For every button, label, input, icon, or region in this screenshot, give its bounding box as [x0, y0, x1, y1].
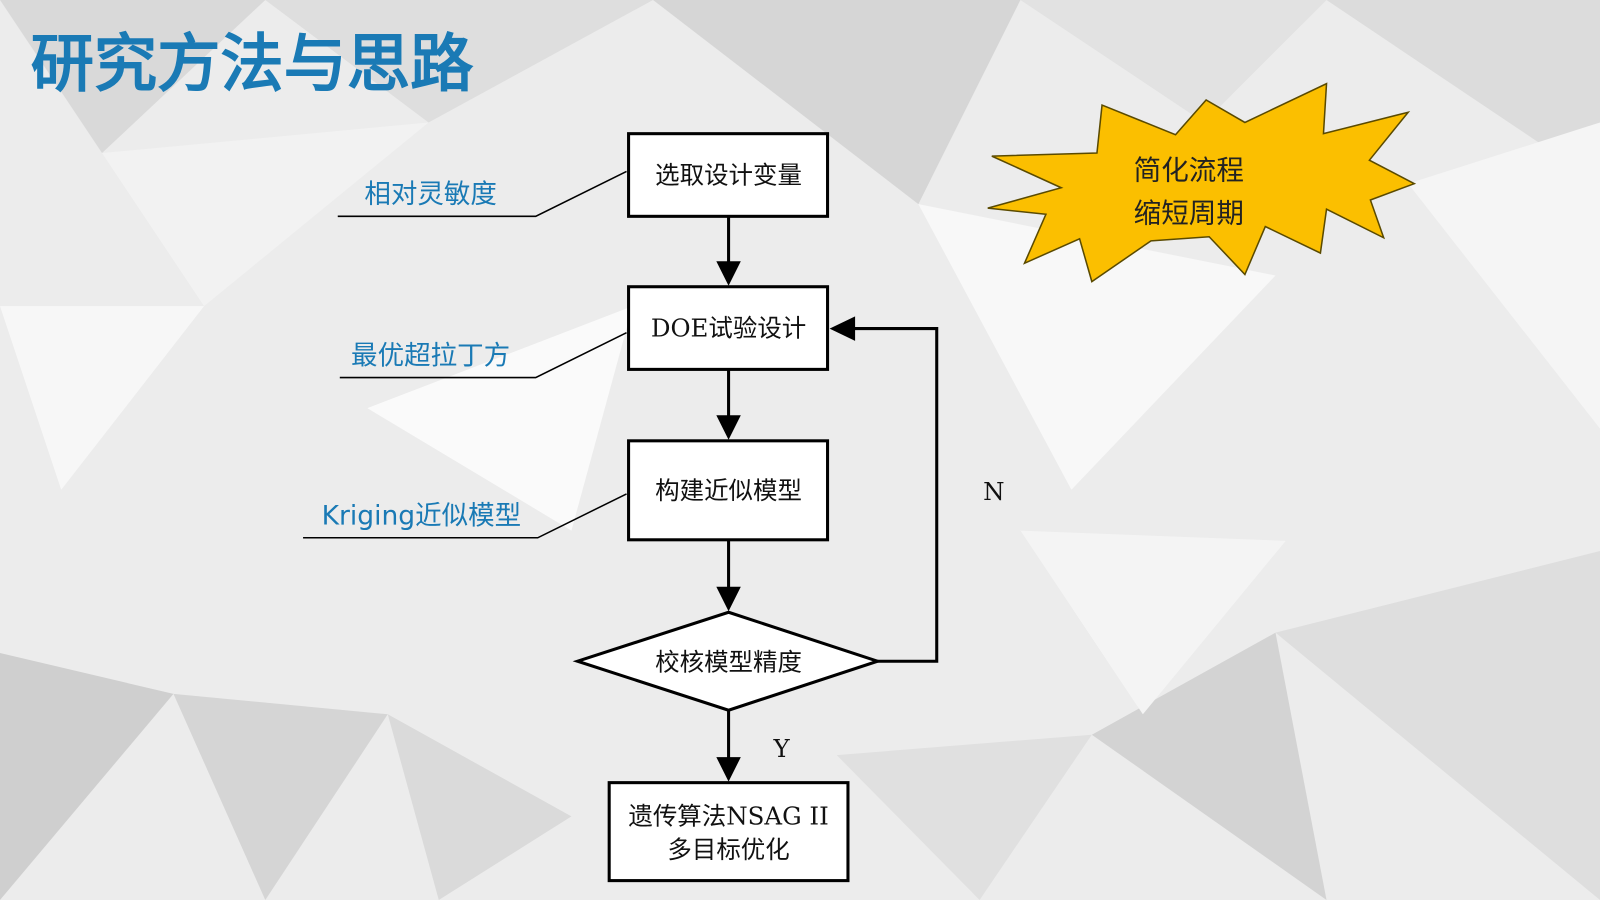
annotation-kriging: Kriging近似模型 [322, 500, 522, 531]
step-select-variables-box [627, 132, 830, 218]
callout-starburst: 简化流程 缩短周期 [987, 82, 1417, 283]
step-build-model-box [627, 439, 830, 542]
step-doe-box [627, 285, 830, 371]
annotation-leaders [303, 170, 627, 539]
step-doe: DOE试验设计 [651, 314, 806, 343]
starburst-shape [987, 82, 1417, 283]
step-select-variables: 选取设计变量 [655, 161, 802, 190]
slide-title: 研究方法与思路 [31, 27, 475, 101]
callout-line1: 简化流程 [1134, 155, 1244, 187]
annotation-sensitivity: 相对灵敏度 [364, 179, 497, 210]
step-ga-line1: 遗传算法NSAG II [628, 801, 828, 830]
decision-check-accuracy: 校核模型精度 [655, 647, 802, 676]
arrow-heads [716, 261, 856, 782]
label-yes: Y [773, 734, 791, 763]
annotation-latin-hypercube: 最优超拉丁方 [351, 340, 510, 371]
step-ga-line2: 多目标优化 [667, 835, 789, 864]
callout-line2: 缩短周期 [1134, 197, 1244, 229]
step-build-model: 构建近似模型 [655, 476, 802, 505]
flowchart [303, 132, 939, 883]
label-no: N [983, 477, 1004, 506]
step-ga-box [607, 781, 850, 883]
